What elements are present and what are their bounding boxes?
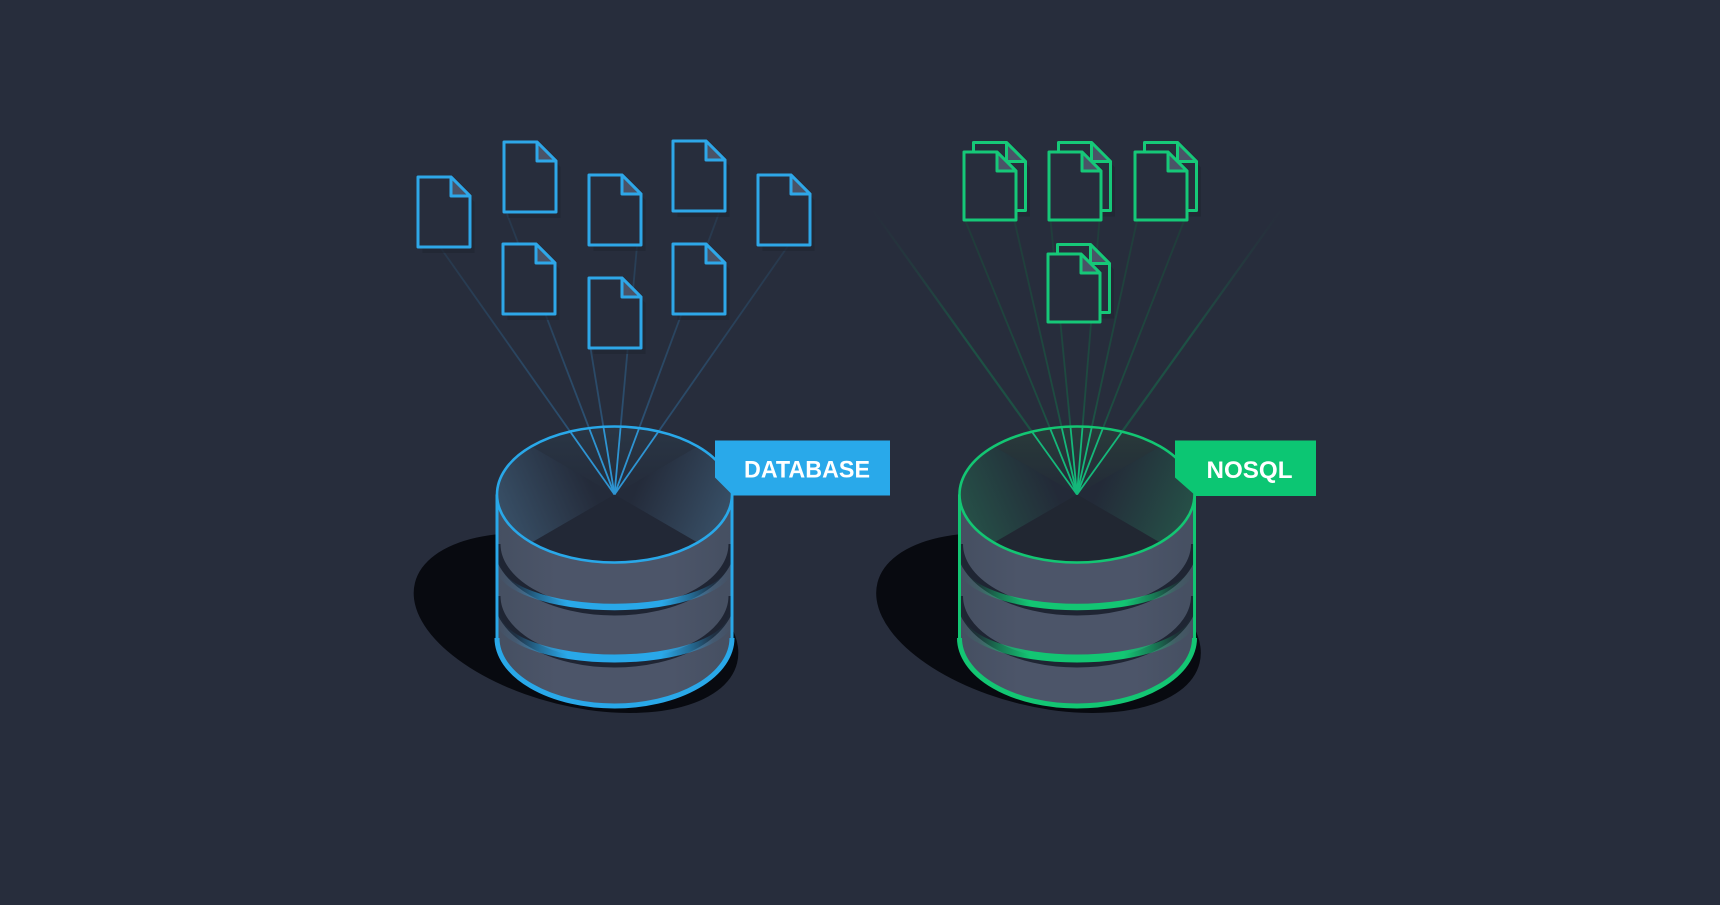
svg-text:NOSQL: NOSQL: [1207, 457, 1293, 484]
svg-text:DATABASE: DATABASE: [744, 457, 870, 484]
